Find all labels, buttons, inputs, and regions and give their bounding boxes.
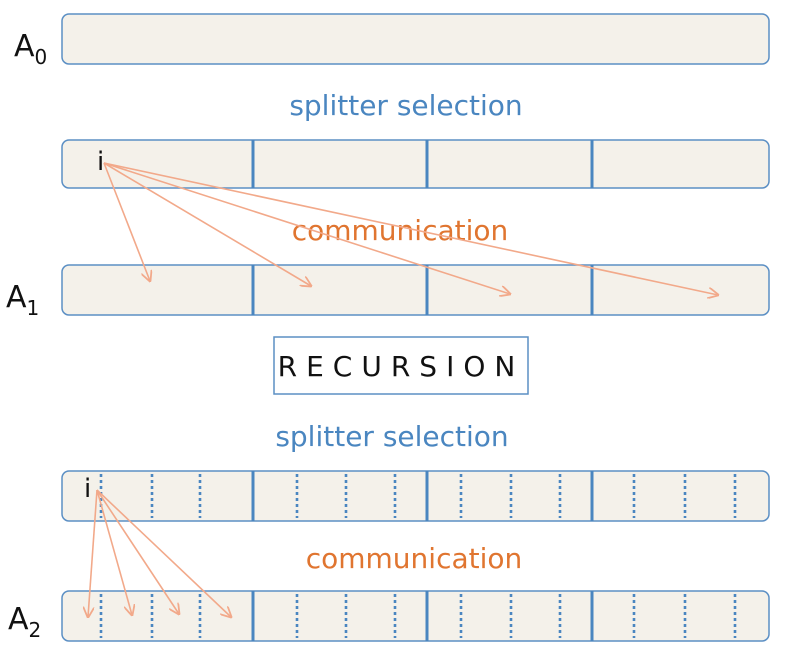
communication-arrow xyxy=(103,162,311,286)
communication-arrow xyxy=(96,489,179,614)
communication-label-2: communication xyxy=(306,542,523,575)
recursion-box xyxy=(273,336,529,395)
array-a0-label: A0 xyxy=(14,29,47,69)
communication-arrow xyxy=(103,162,510,294)
array-a1 xyxy=(61,264,770,316)
element-i-label-1: i xyxy=(97,147,104,177)
communication-arrows-2 xyxy=(88,489,231,617)
array-a0 xyxy=(61,13,770,65)
svg-text:A1: A1 xyxy=(6,280,39,320)
element-i-label-2: i xyxy=(84,474,91,504)
array-a2-label: A2 xyxy=(8,602,41,642)
splitter-array-1 xyxy=(61,139,770,189)
svg-text:A0: A0 xyxy=(14,29,47,69)
recursion-label: RECURSION xyxy=(278,350,525,383)
splitter-array-2 xyxy=(61,470,770,522)
communication-label-1: communication xyxy=(292,214,509,247)
svg-text:A2: A2 xyxy=(8,602,41,642)
communication-arrows-1 xyxy=(103,162,718,295)
communication-arrow xyxy=(103,162,718,295)
communication-arrow xyxy=(103,162,150,281)
communication-arrow xyxy=(88,489,98,617)
splitter-selection-label-2: splitter selection xyxy=(275,420,508,453)
splitter-selection-label-1: splitter selection xyxy=(289,89,522,122)
communication-arrow xyxy=(96,489,231,617)
array-a1-label: A1 xyxy=(6,280,39,320)
communication-arrow xyxy=(96,489,132,615)
